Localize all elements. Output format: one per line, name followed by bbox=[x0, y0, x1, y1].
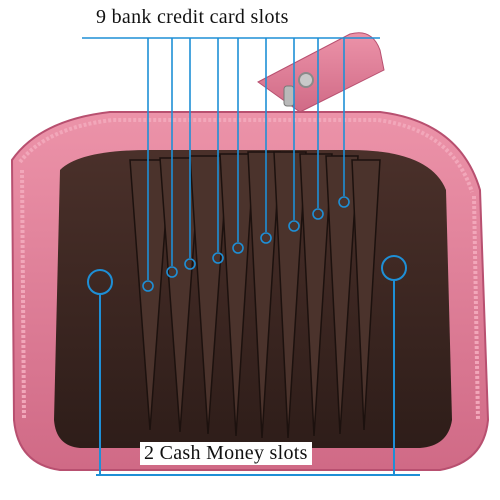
cash-slots-label: 2 Cash Money slots bbox=[140, 442, 312, 465]
card-slot-callouts bbox=[82, 37, 380, 292]
snap-button bbox=[298, 72, 314, 88]
card-slots-label: 9 bank credit card slots bbox=[92, 6, 293, 29]
zipper-pull bbox=[283, 85, 295, 107]
cash-slot-callouts bbox=[87, 255, 420, 476]
wallet-tab bbox=[257, 32, 385, 113]
card-pleats bbox=[129, 151, 381, 439]
